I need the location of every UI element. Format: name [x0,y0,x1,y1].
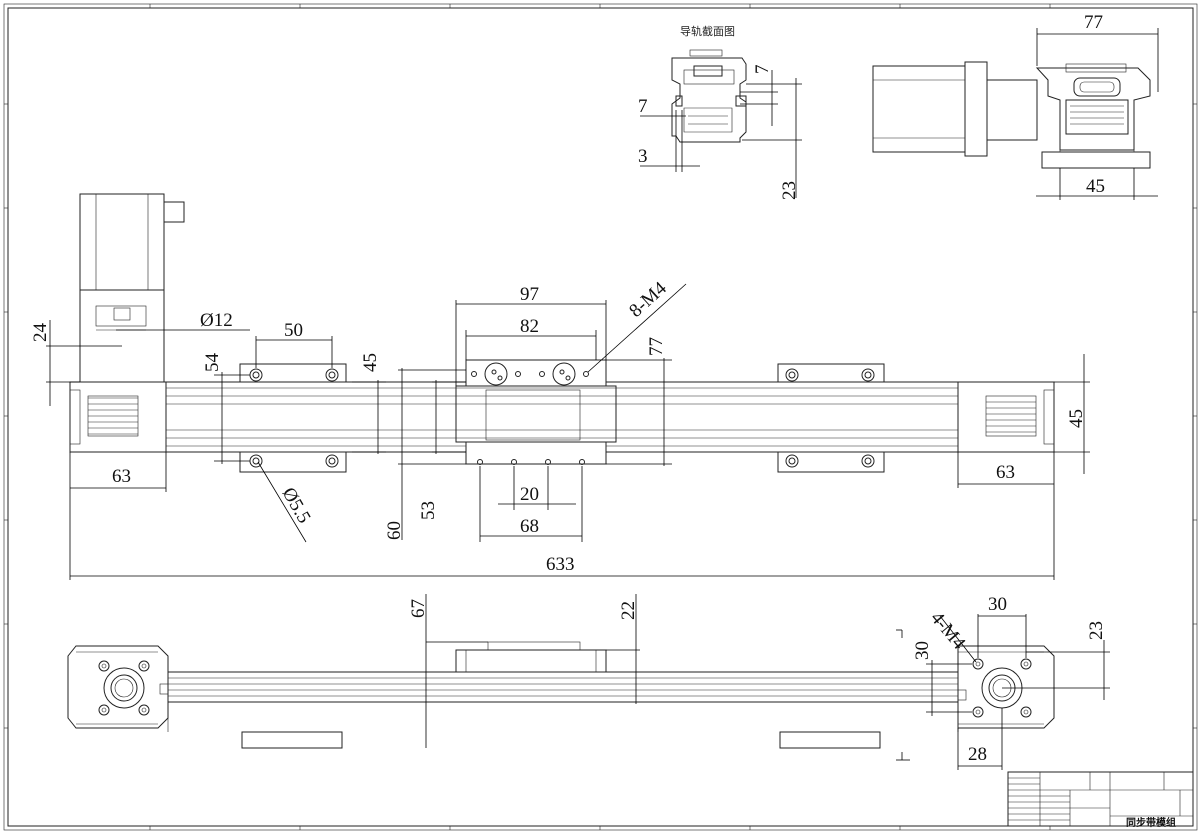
dim-mount-height: 54 [202,353,223,373]
dim-carriage-outer-height: 60 [384,521,405,540]
front-view: 67 22 4-M4 30 30 23 28 [67,594,1110,770]
plan-view: 24 Ø12 50 54 45 97 82 8-M4 77 63 [30,193,1090,580]
dim-side-base-width: 45 [1086,176,1105,197]
dim-front-height: 67 [408,599,429,618]
dim-rail-slot-depth: 7 [752,65,773,75]
title-block: 同步带模组 [1007,771,1194,829]
dim-motor-offset: 24 [30,323,51,343]
dim-carriage-hole-spacing: 82 [520,316,539,337]
dim-side-total-width: 77 [1084,12,1103,33]
dim-end-block-left: 63 [112,466,131,487]
dim-carriage-inner-height: 53 [418,501,439,520]
side-view: 77 45 [872,12,1159,200]
dim-bottom-hole-spacing: 20 [520,484,539,505]
title-block-title: 同步带模组 [1126,816,1176,829]
dim-end-offset: 23 [1086,621,1107,640]
dim-rail-width: 7 [638,96,648,117]
dim-carriage-width: 77 [646,337,667,356]
dim-end-hole-spacing: 30 [988,594,1007,615]
dim-profile-height: 45 [360,353,381,372]
dim-bottom-hole-span: 68 [520,516,539,537]
dim-carriage-thread: 8-M4 [625,278,671,322]
dim-mount-spacing: 50 [284,320,303,341]
dim-end-hole-vspacing: 30 [912,641,933,660]
dim-end-block-right: 63 [996,462,1015,483]
dim-section-height: 23 [779,181,800,200]
dim-rail-edge: 3 [638,146,648,167]
dim-mount-hole-dia: Ø5.5 [278,484,315,527]
dim-carriage-top: 22 [618,601,639,620]
rail-section-view: 导轨截面图 7 23 7 3 [638,24,802,200]
dim-shaft-dia: Ø12 [200,310,233,331]
dim-carriage-length: 97 [520,284,539,305]
dim-end-height: 45 [1066,409,1087,428]
drawing-frame [3,3,1198,831]
section-caption: 导轨截面图 [680,24,735,38]
dim-end-bottom: 28 [968,744,987,765]
dim-total-length: 633 [546,554,575,575]
